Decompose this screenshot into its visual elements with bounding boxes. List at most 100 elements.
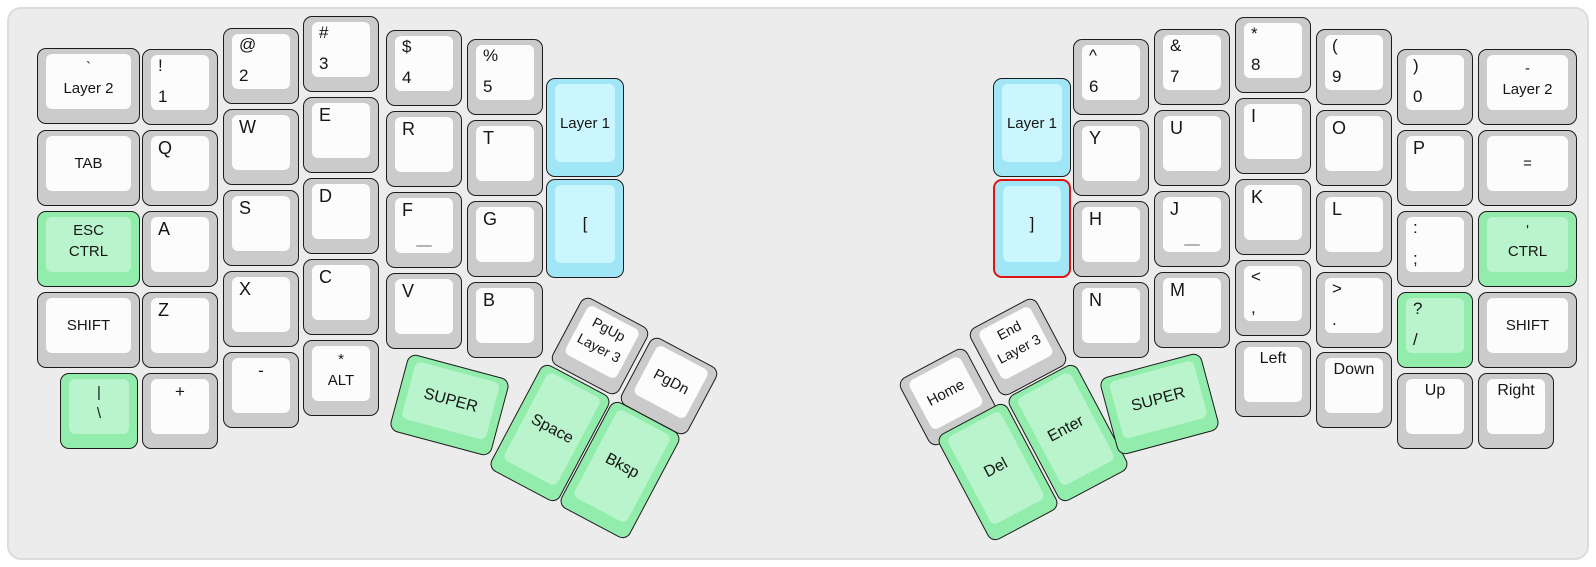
key-label: ' — [1526, 222, 1529, 239]
key-j[interactable]: J — [1154, 191, 1230, 267]
key-label: [ — [582, 214, 588, 233]
key-label: B — [483, 290, 496, 310]
key-lbracket[interactable]: [ — [546, 179, 624, 278]
keycap-top: D — [312, 184, 370, 239]
key-q[interactable]: Q — [142, 130, 218, 206]
keycap-top: @2 — [232, 34, 290, 89]
keycap-top: TAB — [46, 136, 131, 191]
key-shift-left[interactable]: SHIFT — [37, 292, 140, 368]
key-label: T — [483, 128, 494, 148]
key-m[interactable]: M — [1154, 272, 1230, 348]
key-label: ^ — [1089, 46, 1097, 65]
key-label: I — [1251, 106, 1257, 126]
key-colon-semicolon[interactable]: :; — [1397, 211, 1473, 287]
key-o[interactable]: O — [1316, 110, 1392, 186]
key-label: PgDn — [650, 365, 692, 399]
key-minus[interactable]: - — [223, 352, 299, 428]
key-less-comma[interactable]: <, — [1235, 260, 1311, 336]
key-i[interactable]: I — [1235, 98, 1311, 174]
key-caret-6[interactable]: ^6 — [1073, 39, 1149, 115]
key-tab[interactable]: TAB — [37, 130, 140, 206]
key-label: 0 — [1413, 87, 1423, 106]
key-question-slash[interactable]: ?/ — [1397, 292, 1473, 368]
key-u[interactable]: U — [1154, 110, 1230, 186]
key-z[interactable]: Z — [142, 292, 218, 368]
key-hash-3[interactable]: #3 — [303, 16, 379, 92]
key-c[interactable]: C — [303, 259, 379, 335]
key-a[interactable]: A — [142, 211, 218, 287]
key-w[interactable]: W — [223, 109, 299, 185]
key-shift-right[interactable]: SHIFT — [1478, 292, 1577, 368]
key-g[interactable]: G — [467, 201, 543, 277]
key-n[interactable]: N — [1073, 282, 1149, 358]
key-l[interactable]: L — [1316, 191, 1392, 267]
keycap-top: &7 — [1163, 35, 1221, 90]
key-amp-7[interactable]: &7 — [1154, 29, 1230, 105]
key-h[interactable]: H — [1073, 201, 1149, 277]
key-b[interactable]: B — [467, 282, 543, 358]
key-label: TAB — [74, 155, 103, 172]
key-arrow-right[interactable]: Right — [1478, 373, 1554, 449]
key-quote-ctrl[interactable]: 'CTRL — [1478, 211, 1577, 287]
key-layer2-left[interactable]: `Layer 2 — [37, 48, 140, 124]
key-t[interactable]: T — [467, 120, 543, 196]
key-label: Layer 2 — [1502, 81, 1553, 98]
key-lparen-9[interactable]: (9 — [1316, 29, 1392, 105]
key-percent-5[interactable]: %5 — [467, 39, 543, 115]
keycap-top: PgDn — [632, 344, 710, 420]
key-k[interactable]: K — [1235, 179, 1311, 255]
key-label: $ — [402, 37, 412, 56]
key-arrow-up[interactable]: Up — [1397, 373, 1473, 449]
key-arrow-down[interactable]: Down — [1316, 352, 1392, 428]
key-at-2[interactable]: @2 — [223, 28, 299, 104]
key-label: / — [1413, 330, 1418, 349]
key-arrow-left[interactable]: Left — [1235, 341, 1311, 417]
key-d[interactable]: D — [303, 178, 379, 254]
key-exclam-1[interactable]: !1 — [142, 49, 218, 125]
keycap-top: SHIFT — [46, 298, 131, 353]
key-equals[interactable]: = — [1478, 130, 1577, 206]
key-layer1-right[interactable]: Layer 1 — [993, 78, 1071, 177]
keycap-top: N — [1082, 288, 1140, 343]
key-r[interactable]: R — [386, 111, 462, 187]
key-label: 1 — [158, 87, 168, 106]
key-label: Left — [1259, 350, 1287, 367]
key-greater-period[interactable]: >. — [1316, 272, 1392, 348]
key-label: 4 — [402, 68, 412, 87]
key-label: = — [1523, 155, 1532, 172]
key-s[interactable]: S — [223, 190, 299, 266]
key-v[interactable]: V — [386, 273, 462, 349]
keycap-top: H — [1082, 207, 1140, 262]
key-star-8[interactable]: *8 — [1235, 17, 1311, 93]
keycap-top: L — [1325, 197, 1383, 252]
key-layer1-left[interactable]: Layer 1 — [546, 78, 624, 177]
key-minus-layer2[interactable]: -Layer 2 — [1478, 49, 1577, 125]
key-label: L — [1332, 199, 1343, 219]
key-p[interactable]: P — [1397, 130, 1473, 206]
key-x[interactable]: X — [223, 271, 299, 347]
key-label: + — [175, 382, 185, 401]
keycap-top: J — [1163, 197, 1221, 252]
key-label: * — [1251, 24, 1258, 43]
key-e[interactable]: E — [303, 97, 379, 173]
key-y[interactable]: Y — [1073, 120, 1149, 196]
keycap-top: Y — [1082, 126, 1140, 181]
key-dollar-4[interactable]: $4 — [386, 30, 462, 106]
keycap-top: |\ — [69, 379, 129, 434]
key-super-right[interactable]: SUPER — [1098, 351, 1221, 457]
keycap-top: Layer 1 — [555, 84, 615, 162]
key-label: ) — [1413, 56, 1419, 75]
keycap-top: *8 — [1244, 23, 1302, 78]
key-pipe-backslash[interactable]: |\ — [60, 373, 138, 449]
key-plus[interactable]: + — [142, 373, 218, 449]
key-label: M — [1170, 280, 1185, 300]
key-rbracket[interactable]: ] — [993, 179, 1071, 278]
key-asterisk-alt[interactable]: *ALT — [303, 340, 379, 416]
key-label: CTRL — [68, 243, 109, 260]
key-f[interactable]: F — [386, 192, 462, 268]
keycap-top: Left — [1244, 347, 1302, 402]
key-rparen-0[interactable]: )0 — [1397, 49, 1473, 125]
key-super-left[interactable]: SUPER — [388, 352, 511, 458]
key-label: Right — [1497, 382, 1535, 399]
